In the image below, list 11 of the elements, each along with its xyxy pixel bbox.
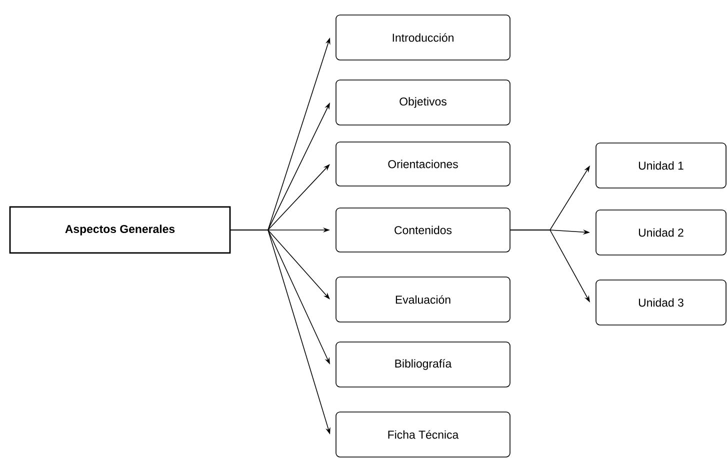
title-box: Aspectos Generales — [9, 206, 231, 254]
topic-box: Unidad 2 — [596, 210, 726, 256]
topic-box: Bibliografía — [336, 342, 510, 388]
topic-box: Evaluación — [336, 276, 510, 322]
topic-box: Unidad 1 — [596, 142, 726, 188]
topic-box: Unidad 3 — [596, 280, 726, 326]
topic-box: Ficha Técnica — [336, 412, 510, 458]
topic-box: Contenidos — [336, 208, 510, 252]
topic-box: Objetivos — [336, 80, 510, 126]
topic-box: Introducción — [336, 14, 510, 60]
topic-box: Orientaciones — [336, 142, 510, 186]
